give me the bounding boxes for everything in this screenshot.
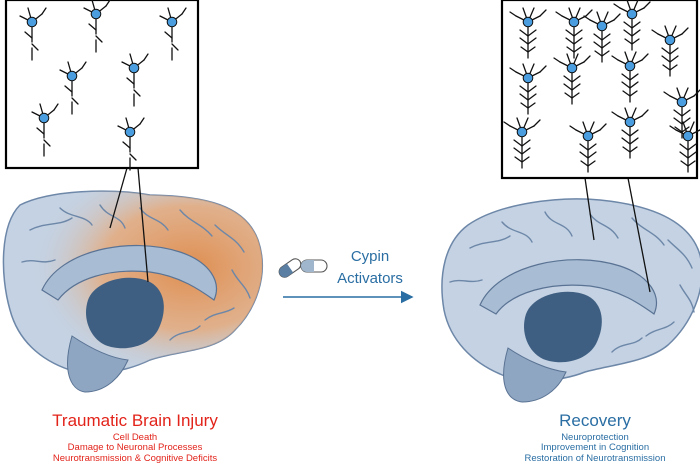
injury-line: Cell Death — [112, 431, 158, 443]
healthy-neuron — [651, 25, 689, 77]
healthy-neuron — [611, 107, 649, 159]
recovery-line: Improvement in Cognition — [540, 442, 650, 454]
damaged-neuron — [117, 117, 145, 171]
healthy-neuron — [553, 53, 591, 105]
healthy-neuron — [669, 121, 700, 173]
damaged-neuron — [83, 0, 111, 53]
damaged-neuron — [159, 7, 187, 61]
recovery-line: Restoration of Neurotransmission — [524, 453, 666, 465]
healthy-neuron — [583, 11, 621, 63]
injury-caption: Traumatic Brain Injury Cell Death Damage… — [0, 411, 270, 465]
treatment-label-line1: Cypin — [350, 248, 390, 265]
healthy-neuron — [509, 7, 547, 59]
pill-icon — [278, 258, 328, 278]
injured-neurons-inset — [4, 0, 200, 170]
injury-line: Neurotransmission & Cognitive Deficits — [52, 453, 218, 465]
recovery-line: Neuroprotection — [561, 431, 629, 443]
damaged-neuron — [31, 103, 59, 157]
healthy-neuron — [611, 51, 649, 103]
injured-brain — [2, 167, 263, 393]
healthy-neuron — [663, 87, 700, 139]
treatment-label-line2: Activators — [337, 270, 403, 287]
recovery-caption: Recovery Neuroprotection Improvement in … — [480, 411, 700, 465]
healthy-neuron — [503, 117, 541, 169]
healthy-neurons — [503, 0, 700, 173]
injury-line: Damage to Neuronal Processes — [67, 442, 203, 454]
damaged-neuron — [121, 53, 149, 107]
healthy-neuron — [555, 7, 593, 59]
injured-neurons — [19, 0, 187, 171]
healthy-neuron — [613, 0, 651, 51]
damaged-neuron — [59, 61, 87, 115]
damaged-neuron — [19, 7, 47, 61]
healthy-neuron — [569, 121, 607, 173]
injury-title: Traumatic Brain Injury — [52, 411, 218, 430]
healthy-neuron — [509, 63, 547, 115]
recovery-title: Recovery — [559, 411, 631, 430]
recovered-brain — [441, 177, 700, 403]
